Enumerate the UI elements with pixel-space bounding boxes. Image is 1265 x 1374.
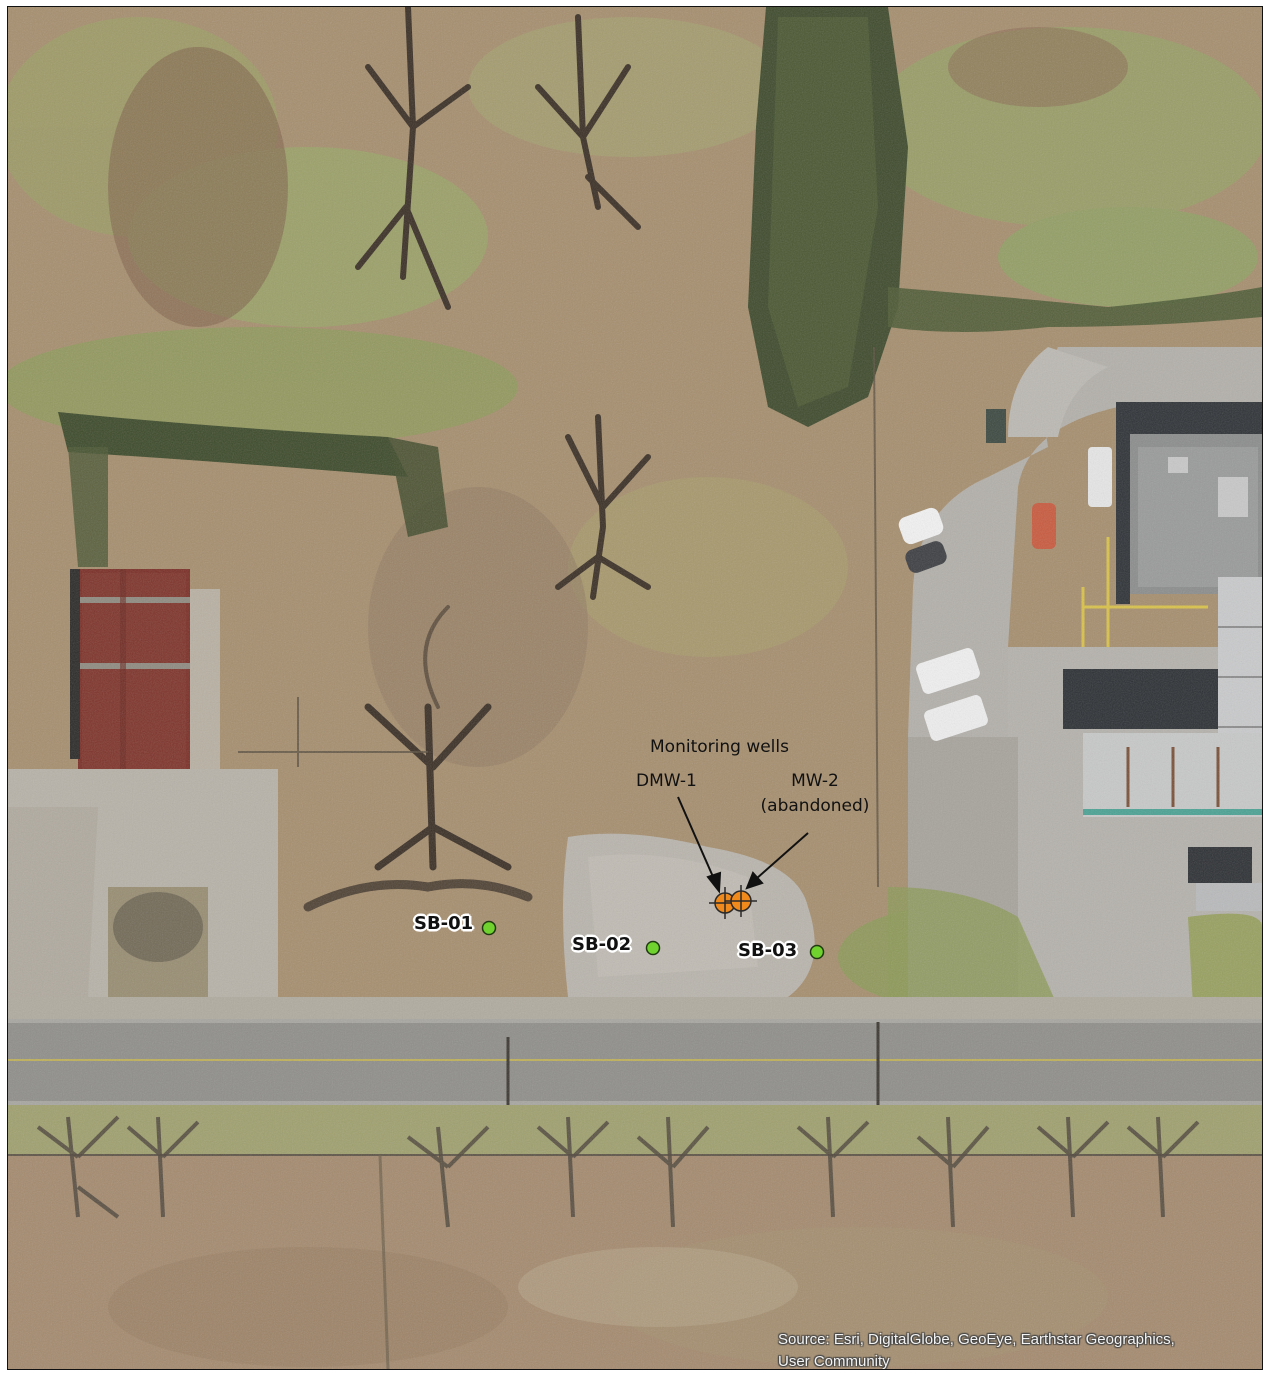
map-frame: SB-01 SB-02 SB-03 Monitoring wells DMW-1… (7, 6, 1263, 1370)
imagery-texture (8, 7, 1262, 1369)
soil-boring-label-sb-01: SB-01 (414, 913, 474, 934)
soil-boring-label-sb-02: SB-02 (572, 934, 632, 955)
monitoring-well-mw-2 (725, 885, 757, 917)
source-credit-line-2: User Community (778, 1353, 890, 1370)
well-arrows (677, 796, 809, 894)
soil-boring-label-sb-03: SB-03 (738, 940, 798, 961)
dmw-1-label: DMW-1 (636, 771, 697, 791)
monitoring-wells-title: Monitoring wells (650, 737, 789, 757)
soil-boring-marker-sb-02 (645, 940, 661, 956)
mw-2-label-status: (abandoned) (760, 796, 870, 816)
mw-2-label-name: MW-2 (791, 771, 839, 791)
source-credit-line-1: Source: Esri, DigitalGlobe, GeoEye, Eart… (778, 1331, 1175, 1348)
soil-boring-marker-sb-03 (809, 944, 825, 960)
imagery-source-credit: Source: Esri, DigitalGlobe, GeoEye, Eart… (778, 1329, 1262, 1370)
mw-2-label: MW-2 (abandoned) (760, 769, 870, 819)
aerial-basemap (8, 7, 1262, 1369)
soil-boring-marker-sb-01 (481, 920, 497, 936)
